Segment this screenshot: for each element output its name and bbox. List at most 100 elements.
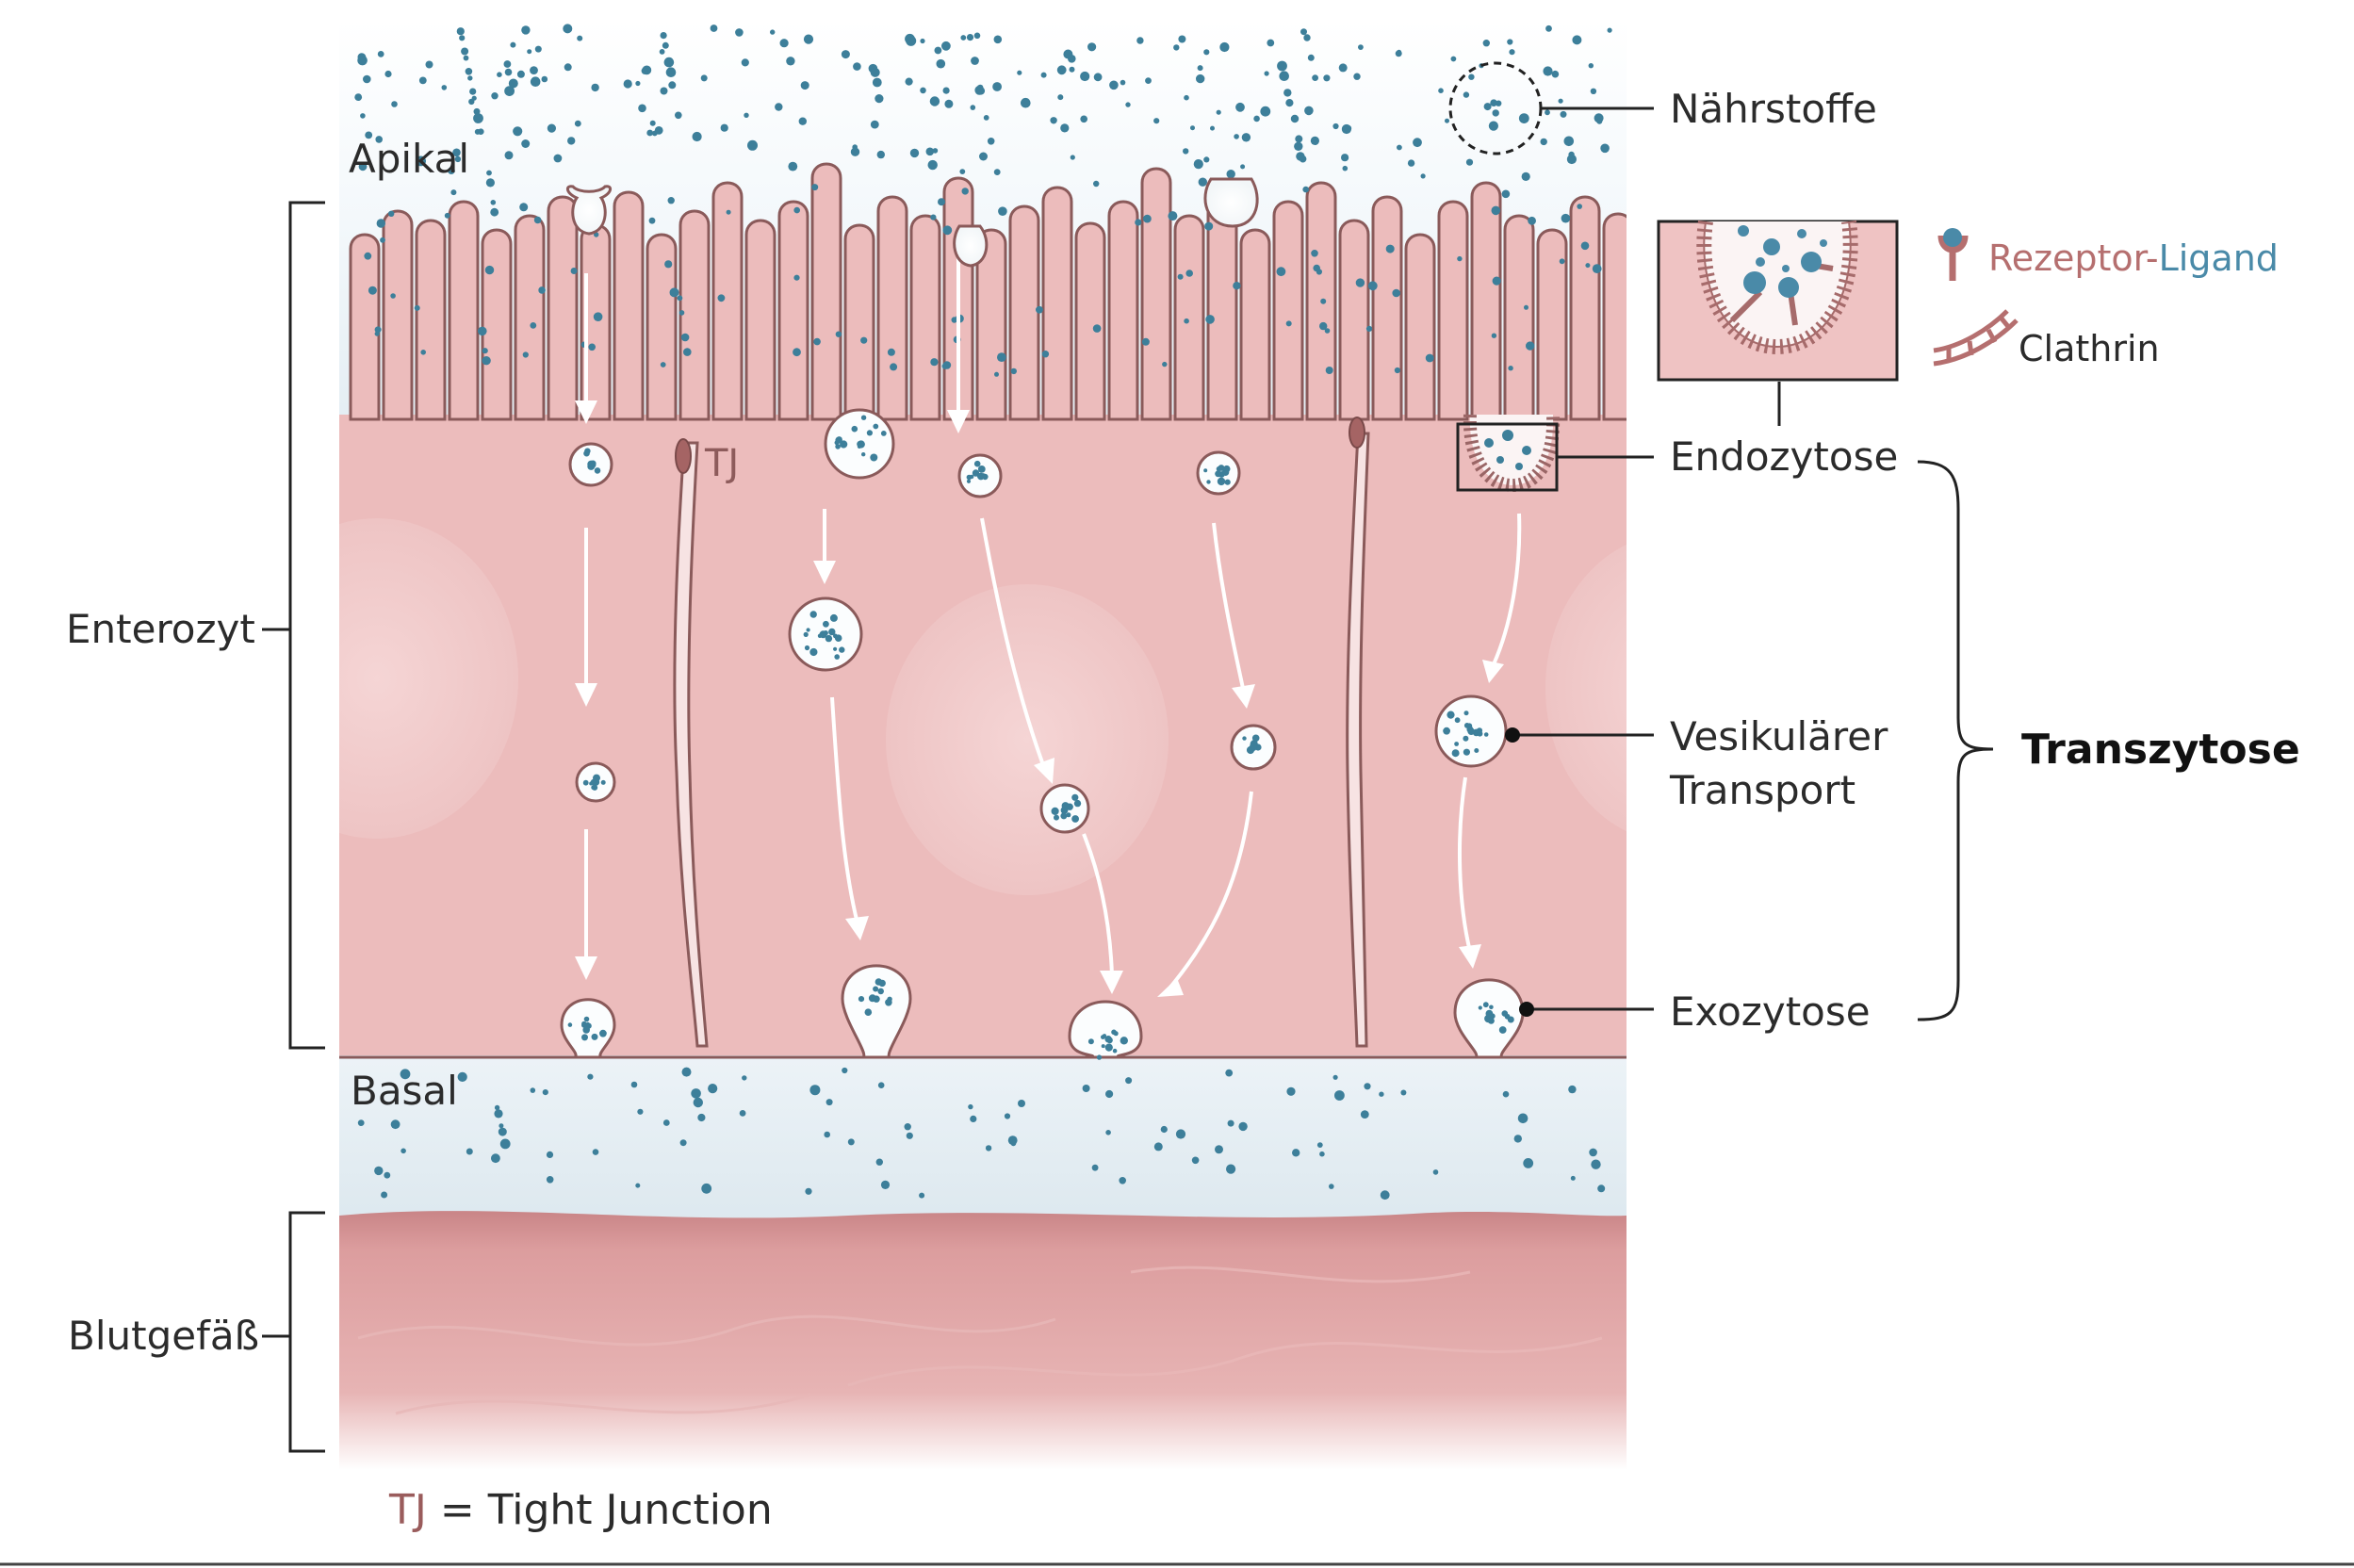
microvillus xyxy=(384,211,412,419)
bracket-blood-vessel xyxy=(262,1213,325,1451)
nutrient-particle xyxy=(1426,354,1434,363)
vesicle-cargo xyxy=(1225,480,1231,485)
nutrient-particle xyxy=(527,49,531,54)
nutrient-particle xyxy=(1173,44,1179,50)
nutrient-particle xyxy=(1361,1110,1369,1119)
nutrient-particle xyxy=(905,1123,911,1130)
nutrient-particle xyxy=(1295,135,1302,142)
receptor-ligand-icon xyxy=(1941,228,1965,281)
nutrient-particle xyxy=(701,1184,711,1194)
nutrient-particle xyxy=(668,81,676,89)
exocytosis-cargo xyxy=(592,1034,598,1040)
nutrient-particle xyxy=(1329,1184,1334,1189)
nutrient-particle xyxy=(535,46,542,53)
vesicle-cargo xyxy=(1203,468,1207,472)
nutrient-particle xyxy=(928,160,938,170)
nutrient-particle xyxy=(1342,124,1351,134)
nutrient-particle xyxy=(1317,1142,1323,1148)
nutrient-particle xyxy=(663,1119,670,1126)
nutrient-particle xyxy=(888,349,895,356)
legend-receptor-label: Rezeptor- xyxy=(1988,237,2159,279)
nutrient-particle xyxy=(930,358,938,366)
nutrient-particle xyxy=(1502,190,1511,199)
nutrient-particle xyxy=(1185,270,1193,277)
nutrient-particle xyxy=(497,72,502,77)
nutrient-particle xyxy=(499,1123,503,1128)
nutrient-particle xyxy=(1233,282,1240,289)
vesicle-cargo xyxy=(1464,710,1469,715)
vesicle-cargo xyxy=(861,416,866,420)
nutrient-particle xyxy=(478,128,484,135)
nutrient-particle xyxy=(682,1068,692,1077)
nutrient-particle xyxy=(391,1119,401,1129)
microvillus xyxy=(482,230,511,419)
label-transcytosis: Transzytose xyxy=(2021,726,2300,774)
label-basal: Basal xyxy=(351,1068,458,1114)
nutrient-particle xyxy=(740,1110,746,1117)
nutrient-particle xyxy=(499,1128,507,1136)
bracket-enterocyte xyxy=(262,203,325,1048)
nutrient-particle xyxy=(742,1075,746,1080)
nutrient-particle xyxy=(1507,39,1512,44)
nutrient-particle xyxy=(1561,111,1567,118)
microvillus xyxy=(1274,202,1302,419)
nutrient-particle xyxy=(842,50,850,58)
nutrient-particle xyxy=(744,113,748,118)
nutrient-particle xyxy=(445,213,450,219)
nutrient-particle xyxy=(1509,49,1514,55)
nutrient-particle xyxy=(1226,1165,1235,1174)
nutrient-particle xyxy=(727,210,731,215)
nutrient-particle xyxy=(1203,49,1209,55)
legend-receptor-ligand: Rezeptor-Ligand xyxy=(1941,228,2279,281)
nutrient-particle xyxy=(1493,109,1499,116)
nutrient-particle xyxy=(1071,155,1075,159)
nutrient-particle xyxy=(1320,299,1326,304)
nutrient-particle xyxy=(661,88,668,95)
nutrient-particle xyxy=(530,66,538,74)
microvillus xyxy=(1010,206,1038,419)
nutrient-particle xyxy=(1215,1145,1223,1153)
vesicle-cargo xyxy=(833,647,837,651)
vesicle-cargo xyxy=(1251,743,1257,750)
nutrient-particle xyxy=(1466,159,1473,166)
nutrient-particle xyxy=(994,372,999,377)
nutrient-particle xyxy=(809,1085,820,1095)
nutrient-particle xyxy=(660,49,665,55)
nutrient-particle xyxy=(974,33,981,40)
nutrient-particle xyxy=(494,1109,502,1118)
nutrient-particle xyxy=(464,56,469,61)
nutrient-particle xyxy=(1353,74,1360,80)
vesicle-cargo xyxy=(1218,478,1225,485)
exocytosis-cargo xyxy=(568,1022,573,1027)
nutrient-particle xyxy=(788,162,797,172)
vesicle-cargo xyxy=(870,454,877,462)
nutrient-particle xyxy=(811,184,818,190)
nutrient-particle xyxy=(1178,274,1184,280)
nutrient-particle xyxy=(1161,1126,1168,1133)
vesicle-cargo xyxy=(967,480,971,483)
nutrient-particle xyxy=(388,211,394,217)
nutrient-particle xyxy=(1178,36,1185,43)
nutrient-particle xyxy=(919,1193,924,1199)
nutrient-particle xyxy=(649,218,656,224)
nutrient-particle xyxy=(1277,267,1286,276)
nutrient-particle xyxy=(1522,172,1530,181)
nutrient-particle xyxy=(1561,214,1571,223)
nucleus-middle xyxy=(886,584,1169,895)
vesicle-cargo xyxy=(804,632,809,637)
exocytosis-cargo xyxy=(873,996,879,1003)
nutrient-particle xyxy=(664,57,675,68)
vesicle-cargo xyxy=(830,614,838,622)
nutrient-particle xyxy=(933,148,939,154)
nutrient-particle xyxy=(824,1132,830,1138)
nutrient-particle xyxy=(1291,115,1299,122)
nutrient-particle xyxy=(1184,318,1189,324)
nutrient-particle xyxy=(979,153,988,161)
nutrient-particle xyxy=(1503,1091,1510,1098)
nutrient-particle xyxy=(1162,362,1167,367)
nutrient-particle xyxy=(490,208,499,217)
nutrient-particle xyxy=(567,137,575,144)
nutrient-particle xyxy=(1005,1113,1010,1119)
vesicle-cargo xyxy=(588,461,593,466)
label-nutrients: Nährstoffe xyxy=(1670,86,1877,132)
